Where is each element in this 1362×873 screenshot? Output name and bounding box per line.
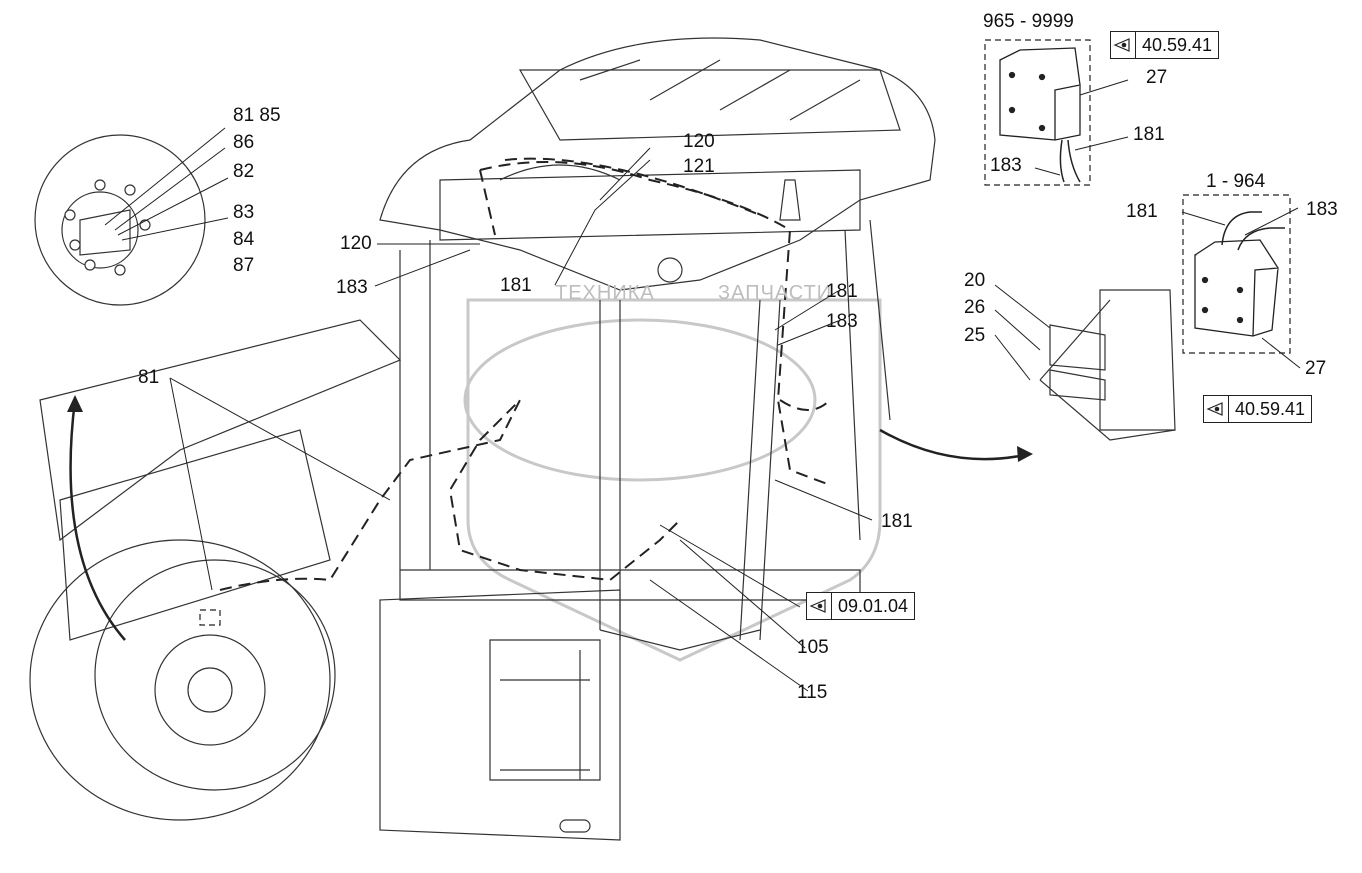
reference-link-top[interactable]: 40.59.41	[1110, 31, 1220, 59]
callout-181-right-cab: 181	[826, 281, 858, 302]
callout-120-left: 120	[340, 233, 372, 254]
callout-25: 25	[964, 325, 986, 346]
callout-83: 83	[233, 202, 255, 223]
reference-link-center[interactable]: 09.01.04	[806, 592, 916, 620]
callout-120-top: 120	[683, 131, 715, 152]
callout-115: 115	[797, 682, 828, 703]
reference-code: 09.01.04	[838, 595, 909, 616]
callout-105: 105	[797, 637, 829, 658]
callout-27-box: 27	[1305, 358, 1327, 379]
eye-icon	[1111, 32, 1136, 58]
callout-82: 82	[233, 161, 255, 182]
callout-87: 87	[233, 255, 255, 276]
callout-86: 86	[233, 132, 255, 153]
callout-183-left: 183	[336, 277, 368, 298]
serial-range-top: 965 - 9999	[983, 11, 1074, 32]
callout-84: 84	[233, 229, 255, 250]
callout-183-top: 183	[990, 155, 1022, 176]
callout-181-top: 181	[1133, 124, 1165, 145]
callout-183-right-cab: 183	[826, 311, 858, 332]
callout-181-lower: 181	[881, 511, 913, 532]
serial-range-lower: 1 - 964	[1206, 171, 1266, 192]
callout-27-top: 27	[1146, 67, 1168, 88]
callout-181-box: 181	[1126, 201, 1158, 222]
callout-121: 121	[683, 156, 715, 177]
callout-81-frame: 81	[138, 367, 160, 388]
eye-icon	[807, 593, 832, 619]
callout-183-box: 183	[1306, 199, 1338, 220]
reference-code: 40.59.41	[1142, 34, 1213, 55]
callout-181-center: 181	[500, 275, 532, 296]
reference-link-lower[interactable]: 40.59.41	[1203, 395, 1313, 423]
callout-81-85: 81 85	[233, 105, 281, 126]
watermark-text-right: ЗАПЧАСТИ	[718, 282, 833, 304]
watermark-logo	[463, 298, 882, 662]
callout-20: 20	[964, 270, 986, 291]
reference-code: 40.59.41	[1235, 398, 1306, 419]
watermark-text-left: ТЕХНИКА	[555, 282, 655, 304]
callout-26: 26	[964, 297, 986, 318]
eye-icon	[1204, 396, 1229, 422]
